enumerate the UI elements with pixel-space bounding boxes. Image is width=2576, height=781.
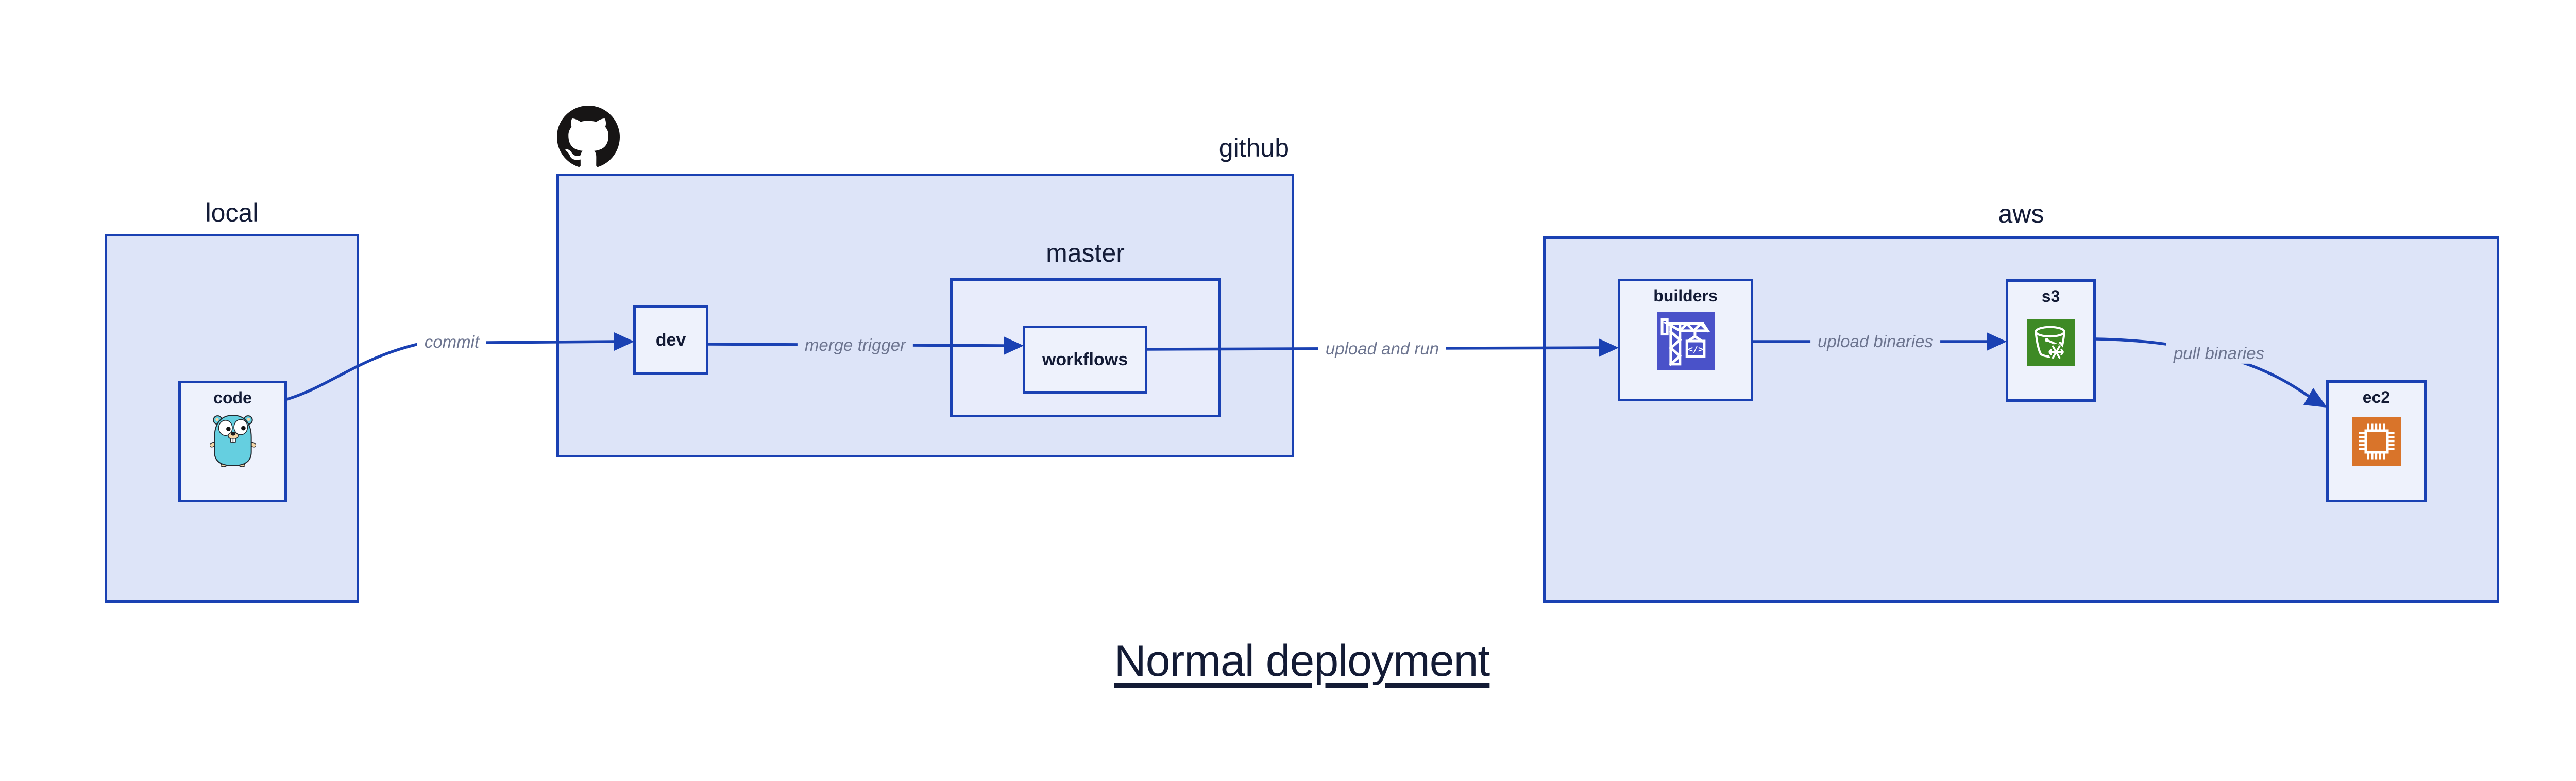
local-container-label: local (205, 198, 259, 227)
codebuild-code-glyph: </> (1687, 344, 1703, 354)
ec2-node-label: ec2 (2362, 388, 2391, 406)
github-container-label: github (1218, 133, 1289, 162)
code-node-label: code (213, 388, 252, 407)
edge-label-pull-binaries: pull binaries (2166, 343, 2272, 364)
edge-label-upload-binaries: upload binaries (1810, 331, 1940, 352)
edge-upload-and-run-arrowhead (1599, 338, 1619, 357)
workflows-node: workflows (1023, 326, 1147, 394)
master-container (950, 278, 1221, 417)
builders-node: builders </> (1618, 279, 1753, 401)
github-logo-icon (557, 106, 620, 171)
code-node: code (178, 381, 287, 502)
edge-label-upload-and-run: upload and run (1318, 338, 1447, 360)
builders-node-label: builders (1653, 286, 1718, 305)
s3-glacier-bucket-icon (2027, 319, 2075, 366)
dev-node-label: dev (655, 330, 686, 350)
s3-node: s3 (2006, 279, 2096, 402)
diagram-title: Normal deployment (0, 636, 2576, 687)
edge-commit-arrowhead (614, 332, 634, 351)
codebuild-crane-icon: </> (1656, 312, 1715, 370)
edge-upload-binaries-arrowhead (1987, 332, 2007, 351)
ec2-node: ec2 (2326, 380, 2427, 502)
s3-node-label: s3 (2041, 287, 2060, 305)
diagram-title-text: Normal deployment (1114, 636, 1490, 686)
ec2-chip-icon (2351, 417, 2401, 466)
dev-node: dev (633, 305, 708, 375)
edge-label-merge-trigger: merge trigger (797, 334, 913, 356)
edge-merge-trigger-arrowhead (1004, 336, 1024, 355)
edge-commit-line (286, 340, 616, 401)
master-container-label: master (1046, 239, 1125, 267)
edge-label-commit: commit (417, 331, 487, 353)
workflows-node-label: workflows (1042, 349, 1128, 369)
edge-pull-binaries-arrowhead (2303, 388, 2327, 408)
go-gopher-icon (209, 412, 257, 469)
aws-container-label: aws (1998, 199, 2044, 228)
